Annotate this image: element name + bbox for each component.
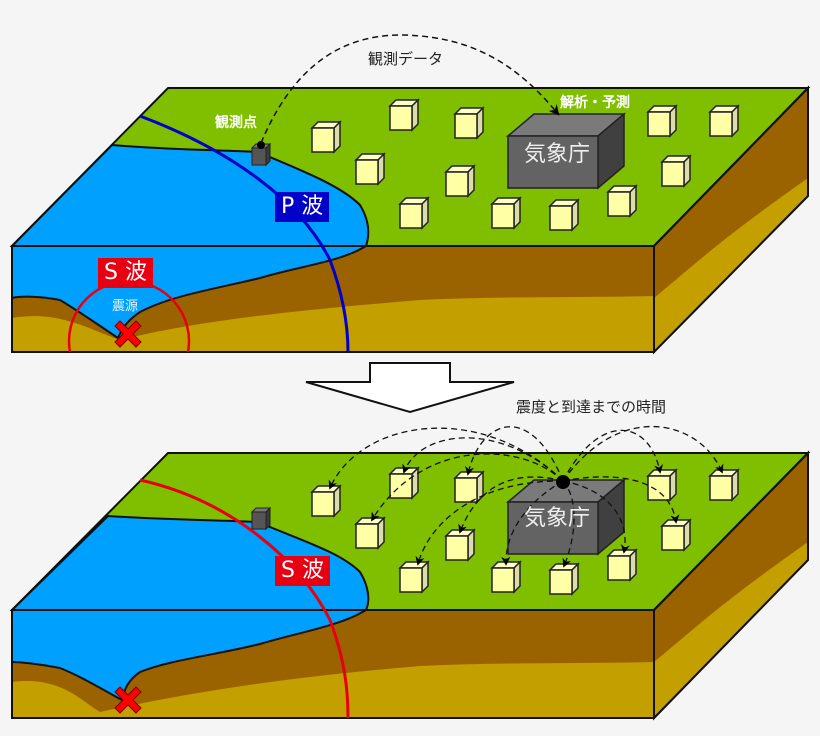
- hypocenter-label: 震源: [112, 299, 139, 314]
- s-wave-tag-bottom: S 波: [275, 556, 330, 586]
- bottom-panel: [9, 425, 811, 721]
- intensity-arrival-label: 震度と到達までの時間: [516, 398, 667, 416]
- analysis-label: 解析・予測: [560, 95, 630, 111]
- transition-arrow: [305, 362, 515, 414]
- jma-label-top: 気象庁: [524, 142, 591, 167]
- jma-label-bottom: 気象庁: [524, 506, 591, 531]
- p-wave-tag: P 波: [275, 192, 330, 222]
- observation-data-label: 観測データ: [368, 50, 444, 68]
- s-wave-tag-top: S 波: [98, 258, 153, 288]
- station-label: 観測点: [215, 115, 257, 131]
